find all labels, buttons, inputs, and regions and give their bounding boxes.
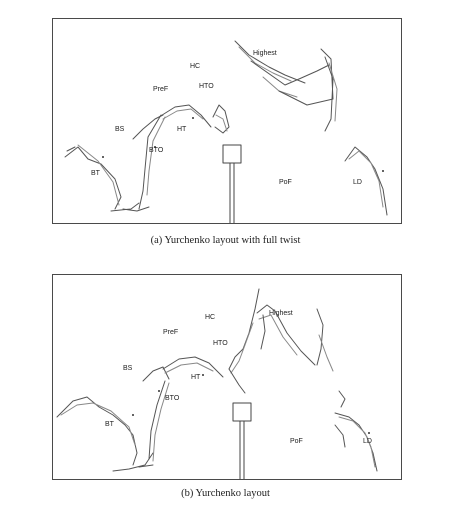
- label-pref: PreF: [153, 86, 168, 93]
- stick-figure-ld: [344, 146, 388, 216]
- label-ht: HT: [177, 126, 187, 133]
- label-highest: Highest: [253, 50, 277, 57]
- label-ht: HT: [191, 374, 201, 381]
- label-bs: BS: [123, 365, 133, 372]
- stick-figure-highest: [234, 40, 338, 132]
- stick-figure-ht: [158, 104, 212, 128]
- label-hc: HC: [190, 63, 200, 70]
- label-bt: BT: [105, 421, 115, 428]
- stick-figure-bs: [122, 114, 166, 212]
- vault-sequence-drawing-b: BT BS BTO PreF HT HC HTO Highest PoF LD: [56, 288, 378, 479]
- label-bto: BTO: [149, 147, 164, 154]
- vault-sequence-drawing-a: BT BS BTO PreF HT HC HTO Highest PoF LD: [64, 40, 388, 223]
- vault-table: [232, 402, 252, 479]
- stick-figure-bs: [138, 366, 170, 468]
- label-hto: HTO: [199, 83, 214, 90]
- caption-b: (b) Yurchenko layout: [181, 488, 270, 499]
- label-ld: LD: [353, 179, 362, 186]
- stick-figure-ht: [162, 356, 224, 378]
- stick-figure-highest: [256, 304, 334, 372]
- label-bs: BS: [115, 126, 125, 133]
- figure-panel-a: BT BS BTO PreF HT HC HTO Highest PoF LD: [52, 18, 402, 224]
- label-bto: BTO: [165, 395, 180, 402]
- caption-a: (a) Yurchenko layout with full twist: [150, 235, 301, 246]
- vault-table: [222, 144, 242, 223]
- label-hto: HTO: [213, 340, 228, 347]
- label-pref: PreF: [163, 329, 178, 336]
- stick-figure-hto: [228, 288, 260, 394]
- label-bt: BT: [91, 170, 101, 177]
- label-pof: PoF: [279, 179, 292, 186]
- label-ld: LD: [363, 438, 372, 445]
- label-hc: HC: [205, 314, 215, 321]
- figure-panel-b: BT BS BTO PreF HT HC HTO Highest PoF LD: [52, 274, 402, 480]
- label-highest: Highest: [269, 310, 293, 317]
- stick-figure-ld: [334, 390, 378, 472]
- label-pof: PoF: [290, 438, 303, 445]
- stick-figure-bt: [64, 144, 140, 212]
- stick-figure-bt: [56, 396, 154, 472]
- stick-figure-hto: [212, 104, 230, 134]
